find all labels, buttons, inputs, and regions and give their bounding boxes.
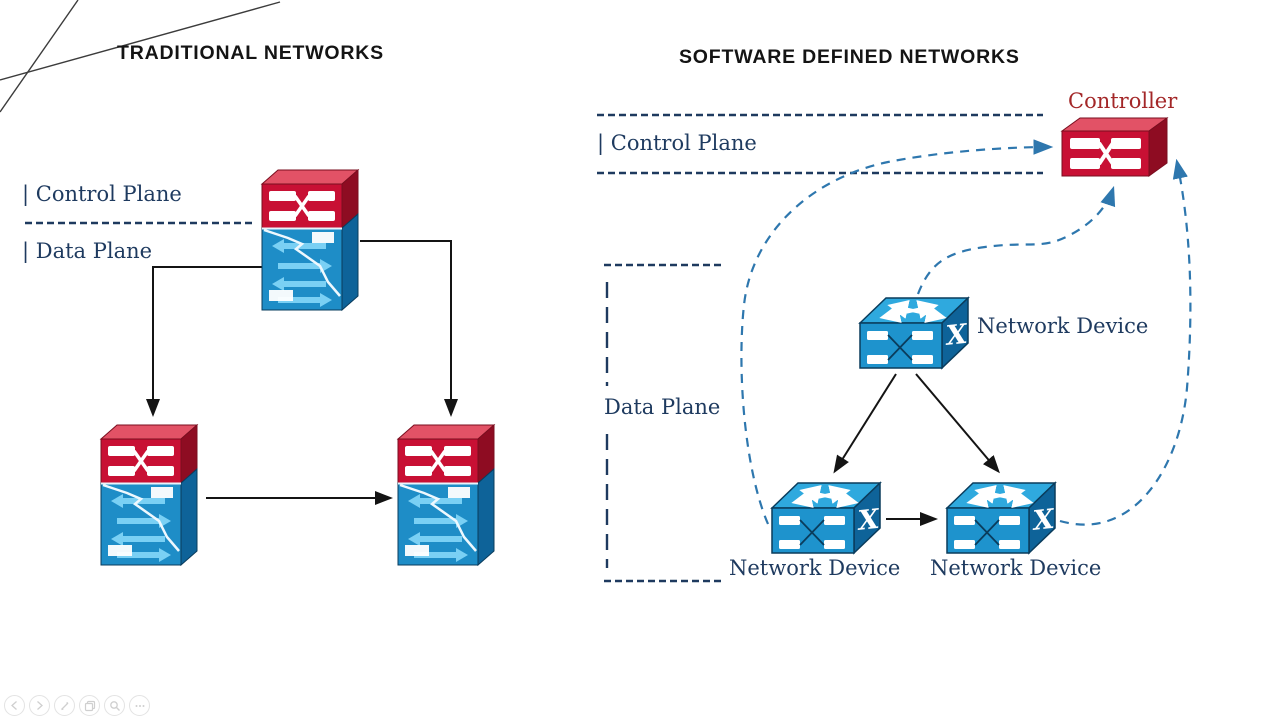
previous-slide-button[interactable] <box>4 695 25 716</box>
traditional-device-bottom-right <box>396 423 496 567</box>
left-control-plane-label: | Control Plane <box>22 182 182 206</box>
controller-label: Controller <box>1068 89 1178 113</box>
magnifier-icon <box>109 700 120 711</box>
next-slide-button[interactable] <box>29 695 50 716</box>
link-mid-to-bottomright <box>915 373 1000 474</box>
ellipsis-icon <box>135 704 144 707</box>
sdn-network-device-bottom-left <box>772 483 882 553</box>
traditional-device-top <box>260 168 360 312</box>
zoom-tool-button[interactable] <box>104 695 125 716</box>
sdn-controller-device <box>1060 116 1169 178</box>
copy-icon <box>84 700 95 711</box>
more-options-button[interactable] <box>129 695 150 716</box>
link-top-to-left-device <box>146 266 262 417</box>
presentation-toolbar <box>4 695 150 716</box>
network-device-label-middle: Network Device <box>977 314 1149 338</box>
link-mid-to-bottomleft <box>833 373 897 474</box>
right-title: SOFTWARE DEFINED NETWORKS <box>679 46 1020 68</box>
right-data-plane-label: Data Plane <box>604 395 721 419</box>
sdn-data-links <box>833 373 1000 526</box>
network-device-label-bottom-right: Network Device <box>930 556 1102 580</box>
control-channel-middle-device <box>916 185 1116 295</box>
pen-tool-button[interactable] <box>54 695 75 716</box>
control-channel-bottomleft-device <box>740 139 1054 525</box>
sdn-network-device-bottom-right <box>947 483 1057 553</box>
left-data-plane-label: | Data Plane <box>22 239 153 263</box>
copy-slide-button[interactable] <box>79 695 100 716</box>
control-channel-bottomright-device <box>1059 158 1192 526</box>
arrow-left-icon <box>11 701 17 710</box>
link-top-to-right-device <box>360 240 458 417</box>
right-control-plane-label: | Control Plane <box>597 131 757 155</box>
sdn-control-channels <box>740 139 1192 526</box>
arrow-right-icon <box>37 701 43 710</box>
traditional-links <box>146 240 458 505</box>
traditional-device-bottom-left <box>99 423 199 567</box>
left-title: TRADITIONAL NETWORKS <box>117 42 384 64</box>
pen-stroke-annotations <box>0 0 281 113</box>
pen-icon <box>60 701 68 710</box>
network-device-label-bottom-left: Network Device <box>729 556 901 580</box>
sdn-network-device-middle <box>860 298 970 368</box>
